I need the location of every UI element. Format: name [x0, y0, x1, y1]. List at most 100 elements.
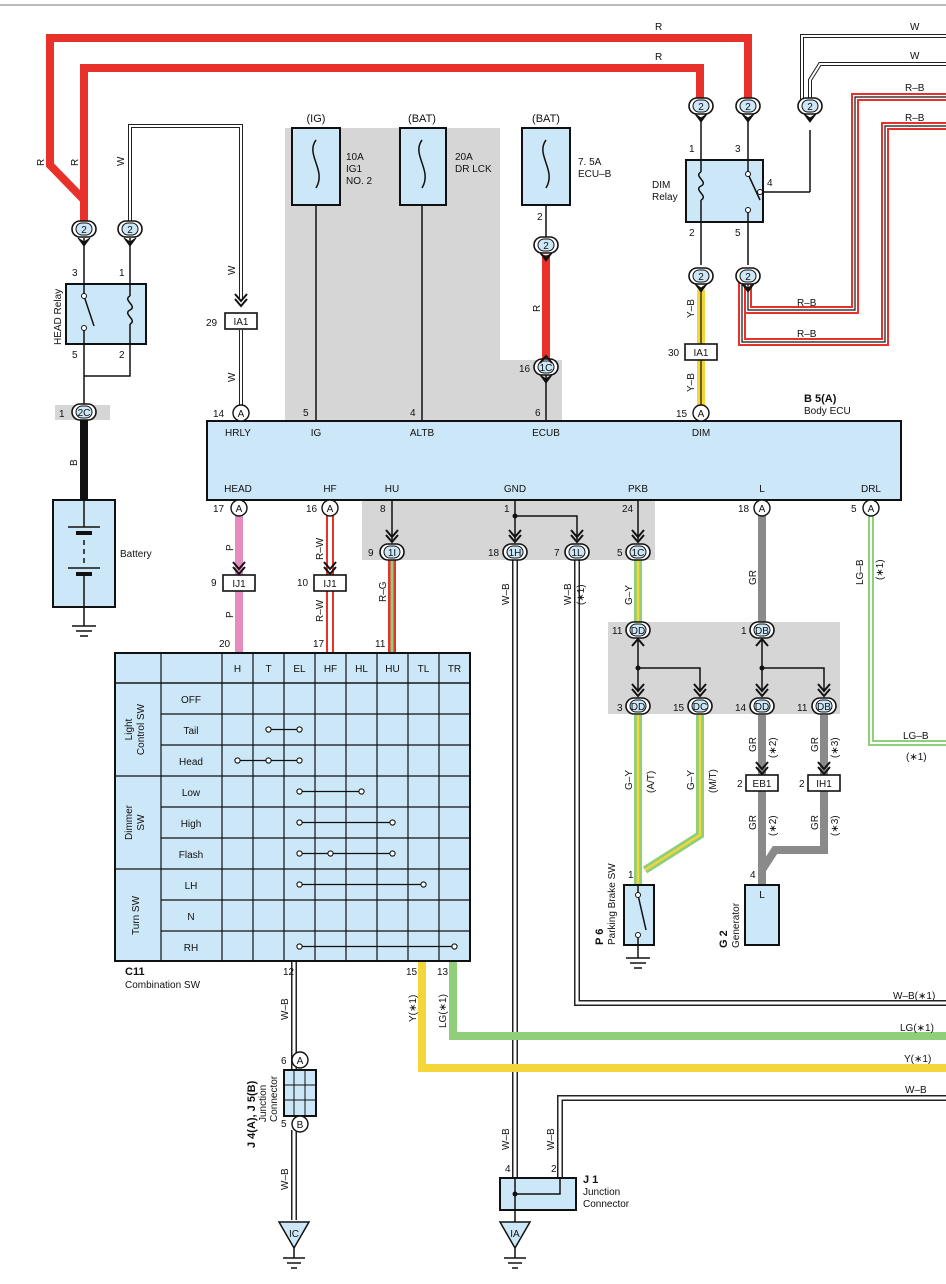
- combination-switch-code: C11: [125, 966, 145, 978]
- fuse-drlck: (BAT) 20A DR LCK: [399, 113, 492, 206]
- parking-brake-code: P 6: [594, 929, 606, 945]
- wire-wb-j1: [557, 1095, 946, 1178]
- wire-label-gr: GR: [810, 815, 821, 830]
- wire-label-w: W: [227, 265, 238, 275]
- wire-label-r: R: [70, 159, 81, 166]
- connector-dd-label: DD: [631, 626, 645, 637]
- connector-dd-inner: [629, 699, 647, 713]
- pin-number: 12: [283, 967, 295, 978]
- wire-label-s2: (∗2): [768, 815, 779, 836]
- connector-1i-inner: [383, 545, 401, 559]
- connector-dd-label: DD: [755, 702, 769, 713]
- junction-node: [512, 1191, 518, 1197]
- connector-2-label: 2: [807, 102, 813, 113]
- parking-brake-switch: P 6 Parking Brake SW 1: [594, 863, 655, 958]
- group-label: Dimmer: [124, 804, 135, 840]
- fuse-icon: [418, 139, 426, 189]
- relay-switch: [747, 173, 761, 201]
- arrow-icon: [570, 534, 584, 544]
- relay-contact: [745, 207, 751, 213]
- arrow-icon: [817, 766, 831, 776]
- connector-ij1-label: IJ1: [232, 579, 246, 590]
- connector-2-label: 2: [698, 272, 704, 283]
- ground-symbols: IC IA: [72, 625, 650, 1269]
- pin-number: 6: [281, 1056, 287, 1067]
- wire-label-w: W: [227, 372, 238, 382]
- relay-contact: [745, 171, 751, 177]
- junction-j4-j5: J 4(A), J 5(B) Junction Connector: [246, 1069, 317, 1148]
- connector-ij1-label: IJ1: [323, 579, 337, 590]
- wire-label-wb: W–B: [501, 583, 512, 605]
- wire-label-p: P: [225, 544, 236, 551]
- connector-db-label: DB: [755, 626, 769, 637]
- parking-brake-name: Parking Brake SW: [607, 863, 618, 945]
- switch-contact: [389, 850, 396, 857]
- junction-name1: Junction: [258, 1085, 269, 1122]
- pin-number: 2: [799, 779, 805, 790]
- pin-number: 15: [406, 967, 418, 978]
- switch-contact: [635, 892, 641, 898]
- switch-contact: [296, 943, 303, 950]
- pin-numbers: 2 29 16 30 14 5 4 6 15 1 17 16 8 1 24 18…: [59, 212, 857, 1175]
- row-label: Tail: [183, 726, 198, 737]
- pin-a-marker-label: A: [698, 409, 705, 420]
- wire-dd-split: [637, 640, 701, 692]
- row-label: Head: [179, 757, 203, 768]
- junction-node: [759, 665, 765, 671]
- pin-head: HEAD: [224, 484, 252, 495]
- pin-number: 2: [537, 212, 543, 223]
- pin-number: 9: [211, 578, 217, 589]
- wire-label-wb: W–B: [563, 583, 574, 605]
- pin-2: 2: [689, 228, 695, 239]
- wire-wb-j1-in: [558, 1096, 946, 1178]
- pin-number: 17: [313, 639, 325, 650]
- wire-w-outline: [128, 124, 243, 300]
- connector-2-inner: [75, 222, 93, 236]
- arrow-icon: [323, 566, 337, 576]
- pin-number: 14: [735, 703, 747, 714]
- body-ecu-box: [206, 420, 902, 501]
- pin-a-marker-label: A: [759, 504, 766, 515]
- ground-point-icon: [277, 1221, 311, 1250]
- connector-eb1: [745, 774, 779, 792]
- ground-point-label: IC: [289, 1229, 299, 1240]
- row-label: RH: [184, 943, 198, 954]
- connector-2-label: 2: [81, 225, 87, 236]
- generator-code: G 2: [718, 930, 730, 948]
- pin-a-marker: [753, 499, 771, 517]
- pin-number: 7: [554, 548, 560, 559]
- connector-1h-label: 1H: [509, 548, 522, 559]
- connector-db-inner: [753, 623, 771, 637]
- wire-lgb: [868, 515, 946, 746]
- switch-contact: [451, 943, 458, 950]
- splice-icon: [694, 283, 708, 293]
- pin-1: 1: [689, 144, 695, 155]
- pin-a-marker-label: A: [236, 504, 243, 515]
- pin-gnd: GND: [504, 484, 526, 495]
- connector-2-inner: [692, 269, 710, 283]
- ground-ia: IA: [498, 1221, 532, 1269]
- switch-contact: [265, 726, 272, 733]
- connector-1l-label: 1L: [571, 548, 583, 559]
- wire-rb-1-core: [747, 96, 946, 311]
- generator-terminal: L: [759, 890, 765, 901]
- arrow-icon: [539, 354, 553, 364]
- junction-name2: Connector: [269, 1075, 280, 1122]
- wire-labels: R R W W R–B R–B R–B R–B R R W W W R Y–B …: [36, 22, 935, 1190]
- junction-name1: Junction: [583, 1187, 620, 1198]
- pin-ecub: ECUB: [532, 428, 560, 439]
- wire-lg: [449, 960, 946, 1040]
- pin-number: 10: [297, 578, 309, 589]
- pin-number: 1: [59, 409, 65, 420]
- wire-label-gy: G–Y: [624, 585, 635, 605]
- wire-label-lgb: LG–B: [903, 731, 929, 742]
- fuse-box: [521, 127, 571, 206]
- wire-db-split: [761, 640, 825, 692]
- fuse-name1: ECU–B: [578, 169, 612, 180]
- splice-icon: [803, 113, 817, 123]
- arrow-icon: [755, 688, 769, 698]
- head-relay-label: HEAD Relay: [53, 289, 64, 345]
- ground-battery-icon: [72, 625, 96, 637]
- pin-1: 1: [628, 870, 634, 881]
